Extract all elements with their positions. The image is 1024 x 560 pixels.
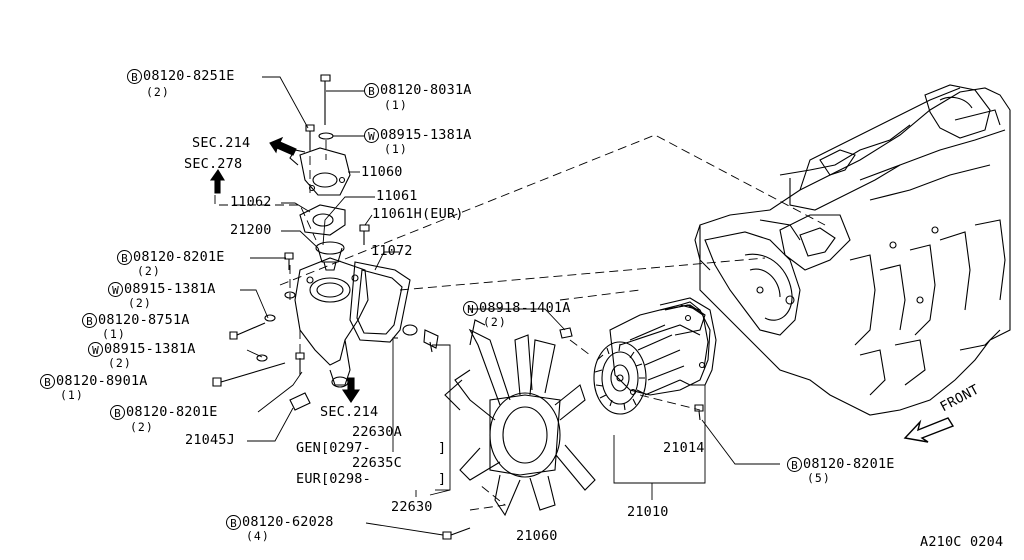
outlet-gasket — [300, 205, 345, 235]
label-21060: 21060 — [516, 528, 558, 544]
bolt-08918-1401A — [560, 328, 572, 338]
marker-w-icon: W — [364, 128, 379, 143]
label-21014: 21014 — [663, 440, 705, 456]
part-number: 08120-62028 — [242, 514, 334, 530]
marker-b-icon: B — [127, 69, 142, 84]
label-sec214-bottom: SEC.214 — [320, 404, 379, 420]
part-number: 08120-8201E — [133, 249, 225, 265]
label-gen-bracket: ] — [438, 440, 447, 456]
qty-08918-1401A: (2) — [483, 315, 507, 329]
bolt-08120-8031A — [321, 75, 330, 125]
qty-08120-8751A: (1) — [102, 327, 126, 341]
thermostat-housing — [295, 258, 368, 387]
label-22635c: 22635C — [352, 455, 402, 471]
qty-08915-1381A-low: (2) — [108, 356, 132, 370]
label-eur-range: EUR[0298- — [296, 471, 371, 487]
marker-b-icon: B — [787, 457, 802, 472]
label-sec214-top: SEC.214 — [192, 135, 251, 151]
marker-b-icon: B — [110, 405, 125, 420]
label-sec278: SEC.278 — [184, 156, 243, 172]
leader-lines — [240, 77, 780, 535]
qty-08120-8201E-lower: (2) — [130, 420, 154, 434]
bolt-08120-8201E-upper — [285, 253, 293, 270]
cooling-fan — [445, 320, 595, 515]
marker-w-icon: W — [88, 342, 103, 357]
marker-b-icon: B — [40, 374, 55, 389]
marker-w-icon: W — [108, 282, 123, 297]
washer-2 — [257, 355, 267, 361]
label-gen-range: GEN[0297- — [296, 440, 371, 456]
water-outlet — [290, 148, 350, 195]
label-eur-bracket: ] — [438, 471, 447, 487]
housing-gasket — [350, 262, 410, 342]
o-ring — [403, 325, 417, 335]
label-11061h: 11061H(EUR) — [372, 206, 464, 222]
label-diagram-code: A210C 0204 — [920, 534, 1004, 550]
label-22630: 22630 — [391, 499, 433, 515]
bolt-11061 — [360, 225, 369, 245]
qty-08120-8201E-upper: (2) — [137, 264, 161, 278]
qty-08120-62028: (4) — [246, 529, 270, 543]
label-21200: 21200 — [230, 222, 272, 238]
engine-block — [695, 85, 1010, 415]
bolt-08120-8901A — [213, 363, 285, 386]
qty-08120-8901A: (1) — [60, 388, 84, 402]
temp-sensor — [424, 330, 438, 352]
thermostat — [316, 242, 344, 270]
marker-b-icon: B — [226, 515, 241, 530]
qty-08915-1381A-mid: (2) — [128, 296, 152, 310]
part-number: 08120-8201E — [126, 404, 218, 420]
part-number: 08120-8251E — [143, 68, 235, 84]
label-11072: 11072 — [371, 243, 413, 259]
bolt-08120-62028 — [443, 528, 470, 539]
qty-08120-8251E: (2) — [146, 85, 170, 99]
label-11060: 11060 — [361, 164, 403, 180]
marker-b-icon: B — [117, 250, 132, 265]
part-number: 08915-1381A — [380, 127, 472, 143]
qty-08120-8031A: (1) — [384, 98, 408, 112]
bolt-08120-8201E-pump — [695, 405, 703, 420]
label-11062: 11062 — [230, 194, 272, 210]
qty-08120-8201E-pump: (5) — [807, 471, 831, 485]
arrow-sec214-top — [270, 138, 296, 155]
label-11061: 11061 — [376, 188, 418, 204]
assembly-guides — [215, 135, 825, 510]
label-21010: 21010 — [627, 504, 669, 520]
label-21045j: 21045J — [185, 432, 235, 448]
qty-08915-1381A-top: (1) — [384, 142, 408, 156]
marker-b-icon: B — [364, 83, 379, 98]
part-number: 08915-1381A — [124, 281, 216, 297]
label-plate — [290, 393, 310, 410]
arrow-sec214-bottom — [343, 378, 359, 402]
front-arrow — [905, 418, 953, 442]
part-number: 08120-8031A — [380, 82, 472, 98]
bolt-08120-8751A — [230, 315, 275, 339]
washer-top — [319, 133, 333, 139]
water-pump — [594, 302, 710, 414]
part-number: 08120-8751A — [98, 312, 190, 328]
part-number: 08120-8201E — [803, 456, 895, 472]
part-number: 08120-8901A — [56, 373, 148, 389]
pump-gasket — [660, 298, 716, 385]
part-number: 08918-1401A — [479, 300, 571, 316]
label-22630a: 22630A — [352, 424, 402, 440]
part-number: 08915-1381A — [104, 341, 196, 357]
marker-b-icon: B — [82, 313, 97, 328]
marker-n-icon: N — [463, 301, 478, 316]
arrow-sec278 — [211, 170, 224, 193]
